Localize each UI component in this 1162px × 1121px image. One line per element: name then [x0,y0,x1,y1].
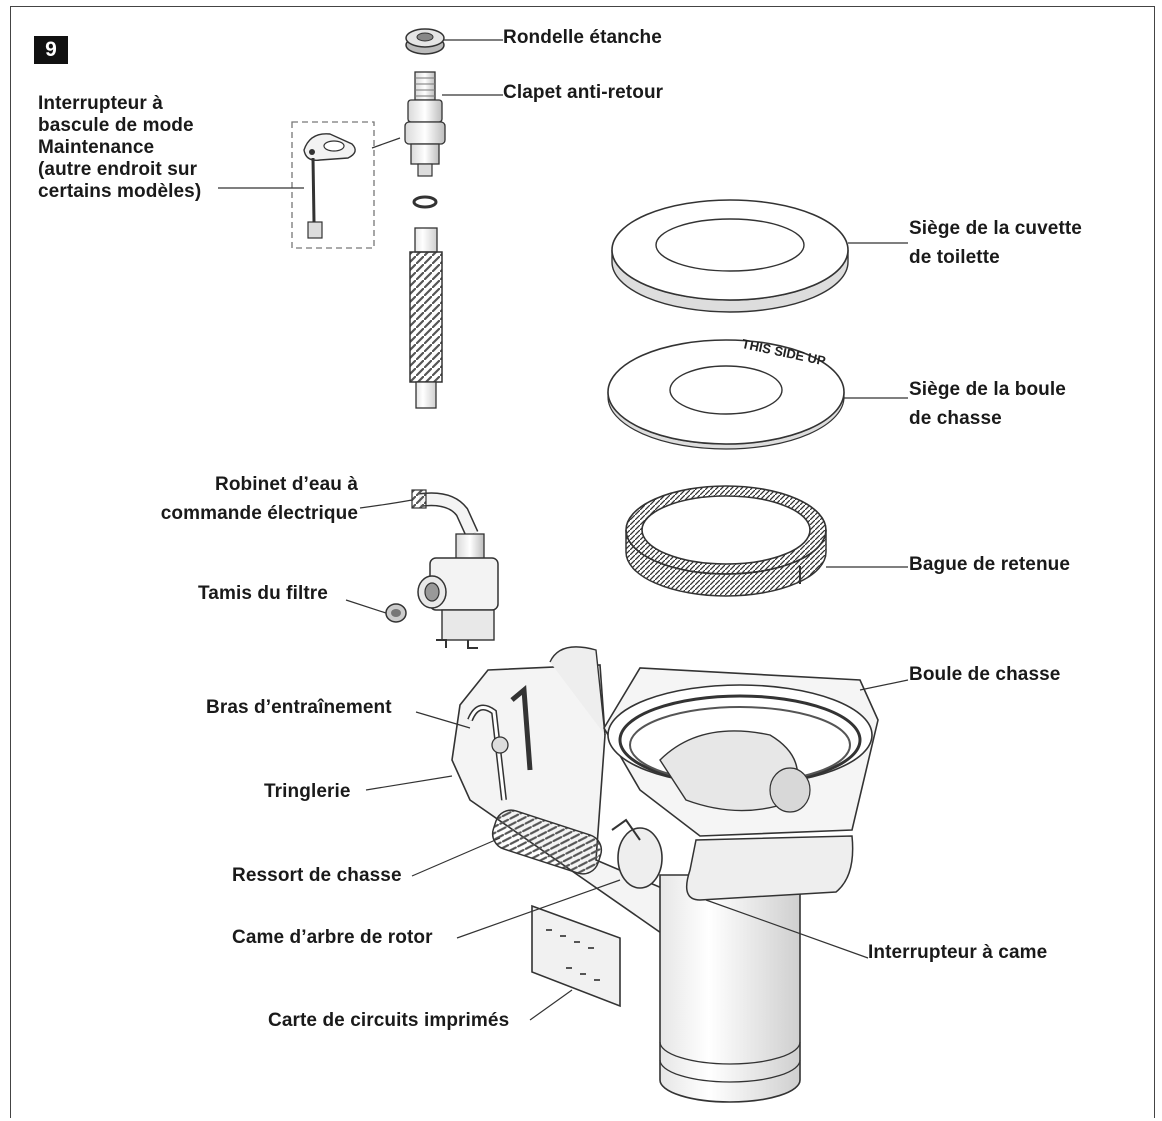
maintenance-switch-part [291,121,375,249]
label-bague-retenue: Bague de retenue [909,554,1071,575]
label-tamis-filtre: Tamis du filtre [198,583,328,604]
check-valve-part [404,71,446,177]
flexible-hose-part [409,227,443,409]
figure-number-badge: 9 [34,36,68,64]
seal-washer-part [405,28,445,55]
label-clapet-anti-retour: Clapet anti-retour [503,82,664,103]
label-boule-chasse: Boule de chasse [909,664,1061,685]
o-ring-part [412,195,438,209]
figure-frame [10,6,1155,1118]
retaining-ring-part [625,485,827,597]
label-siege-boule: Siège de la boule de chasse [909,379,1066,429]
label-ressort-chasse: Ressort de chasse [232,865,402,886]
label-rondelle-etanche: Rondelle étanche [503,27,662,48]
flush-mechanism-housing [451,646,691,1008]
label-tringlerie: Tringlerie [264,781,351,802]
label-interrupteur-maintenance: Interrupteur à bascule de mode Maintenan… [38,93,202,202]
label-robinet-eau: Robinet d’eau à commande électrique [160,474,358,524]
label-bras-entrainement: Bras d’entraînement [206,697,392,718]
label-came-arbre-rotor: Came d’arbre de rotor [232,927,433,948]
bowl-seat-part [611,199,849,313]
flush-bowl-part [603,667,879,1103]
label-siege-cuvette: Siège de la cuvette de toilette [909,218,1082,268]
leader-lines [218,39,909,1021]
filter-screen-part [385,603,407,623]
label-interrupteur-came: Interrupteur à came [868,942,1048,963]
flush-ball-seat-part: THIS SIDE UP [607,336,845,450]
solenoid-water-valve-part [411,489,499,649]
label-carte-circuits: Carte de circuits imprimés [268,1010,510,1031]
